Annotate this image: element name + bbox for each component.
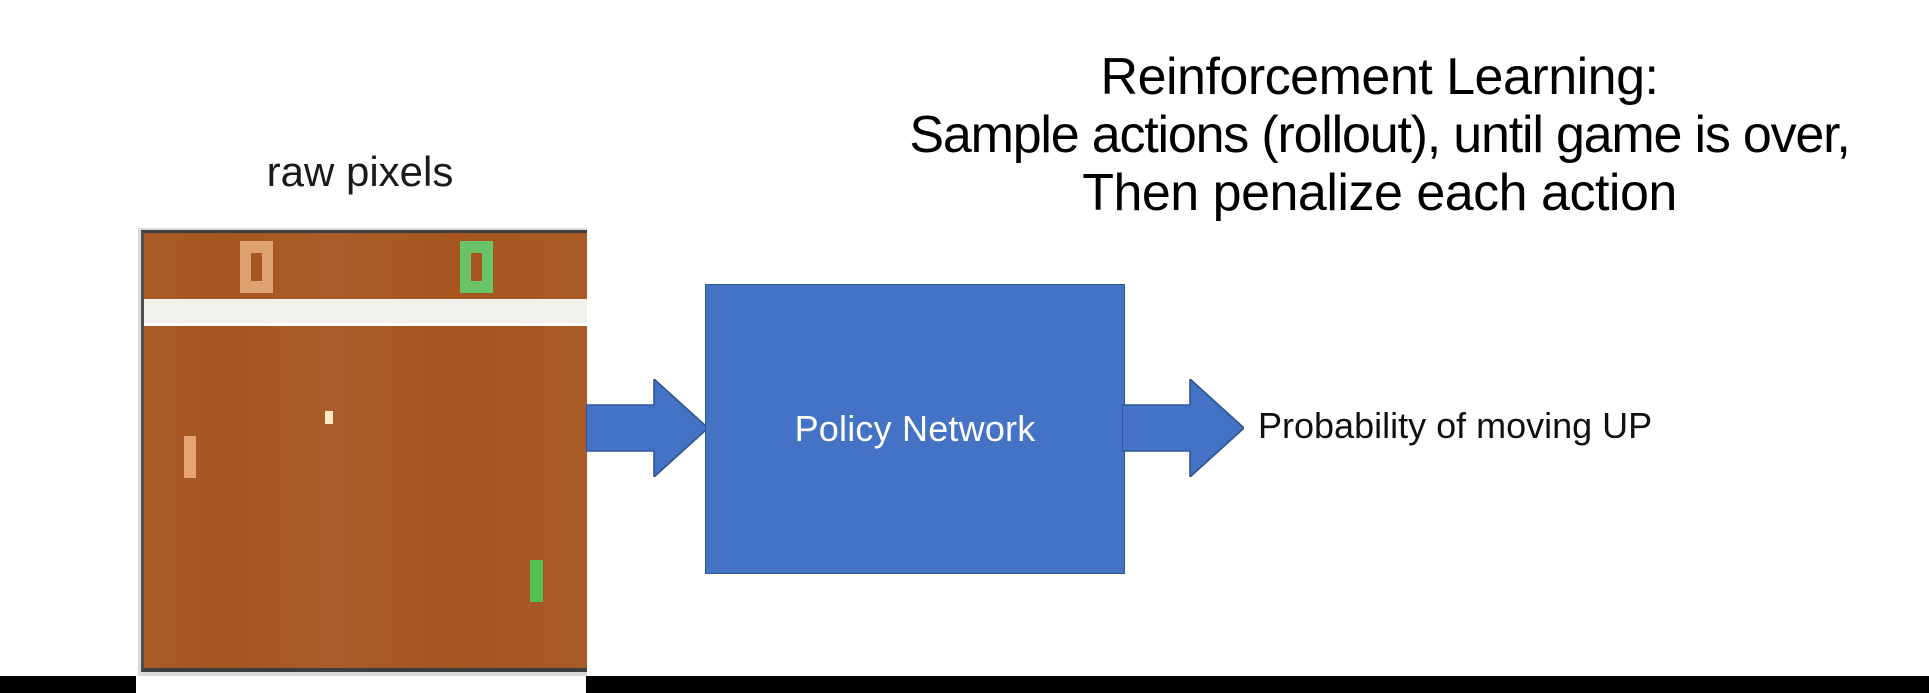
pong-game-screen (141, 230, 587, 672)
raw-pixels-caption: raw pixels (266, 148, 454, 195)
letterbox-bar-left (0, 676, 136, 693)
policy-network-box[interactable]: Policy Network (705, 284, 1125, 574)
heading-line-2: Sample actions (rollout), until game is … (909, 106, 1850, 165)
right-arrow-icon-input (586, 379, 708, 477)
letterbox-bar-right (586, 676, 1929, 693)
pong-game-frame (138, 228, 587, 676)
policy-network-label: Policy Network (794, 408, 1036, 449)
heading-line-3: Then penalize each action (1082, 164, 1677, 223)
pong-divider-bar (144, 299, 587, 326)
pong-paddle-right-agent (530, 560, 543, 602)
pong-ball (325, 411, 333, 424)
score-right-digit (460, 241, 493, 293)
output-caption: Probability of moving UP (1258, 405, 1653, 446)
right-arrow-icon-output (1122, 379, 1244, 477)
pong-paddle-left-opponent (184, 436, 196, 478)
score-left-digit (240, 241, 273, 293)
slide-heading: Reinforcement Learning: Sample actions (… (830, 48, 1929, 223)
heading-line-1: Reinforcement Learning: (1100, 48, 1659, 106)
